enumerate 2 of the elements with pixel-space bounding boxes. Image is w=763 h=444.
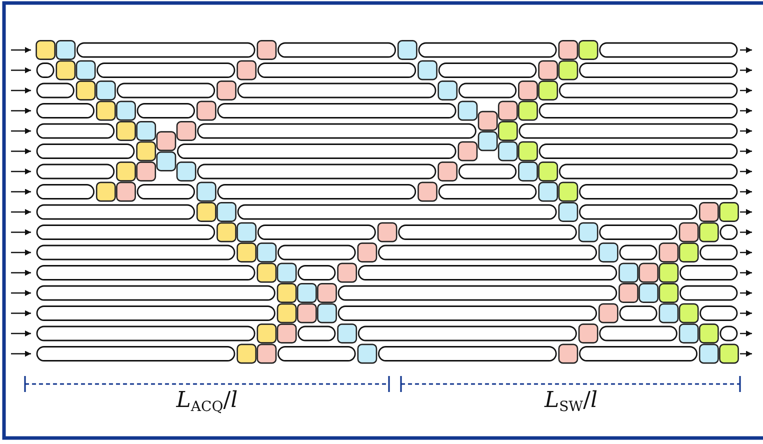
dimension-label: L$_{SW}$/l	[544, 388, 598, 415]
dimension-label: L$_{ACQ}$/l	[176, 388, 238, 415]
